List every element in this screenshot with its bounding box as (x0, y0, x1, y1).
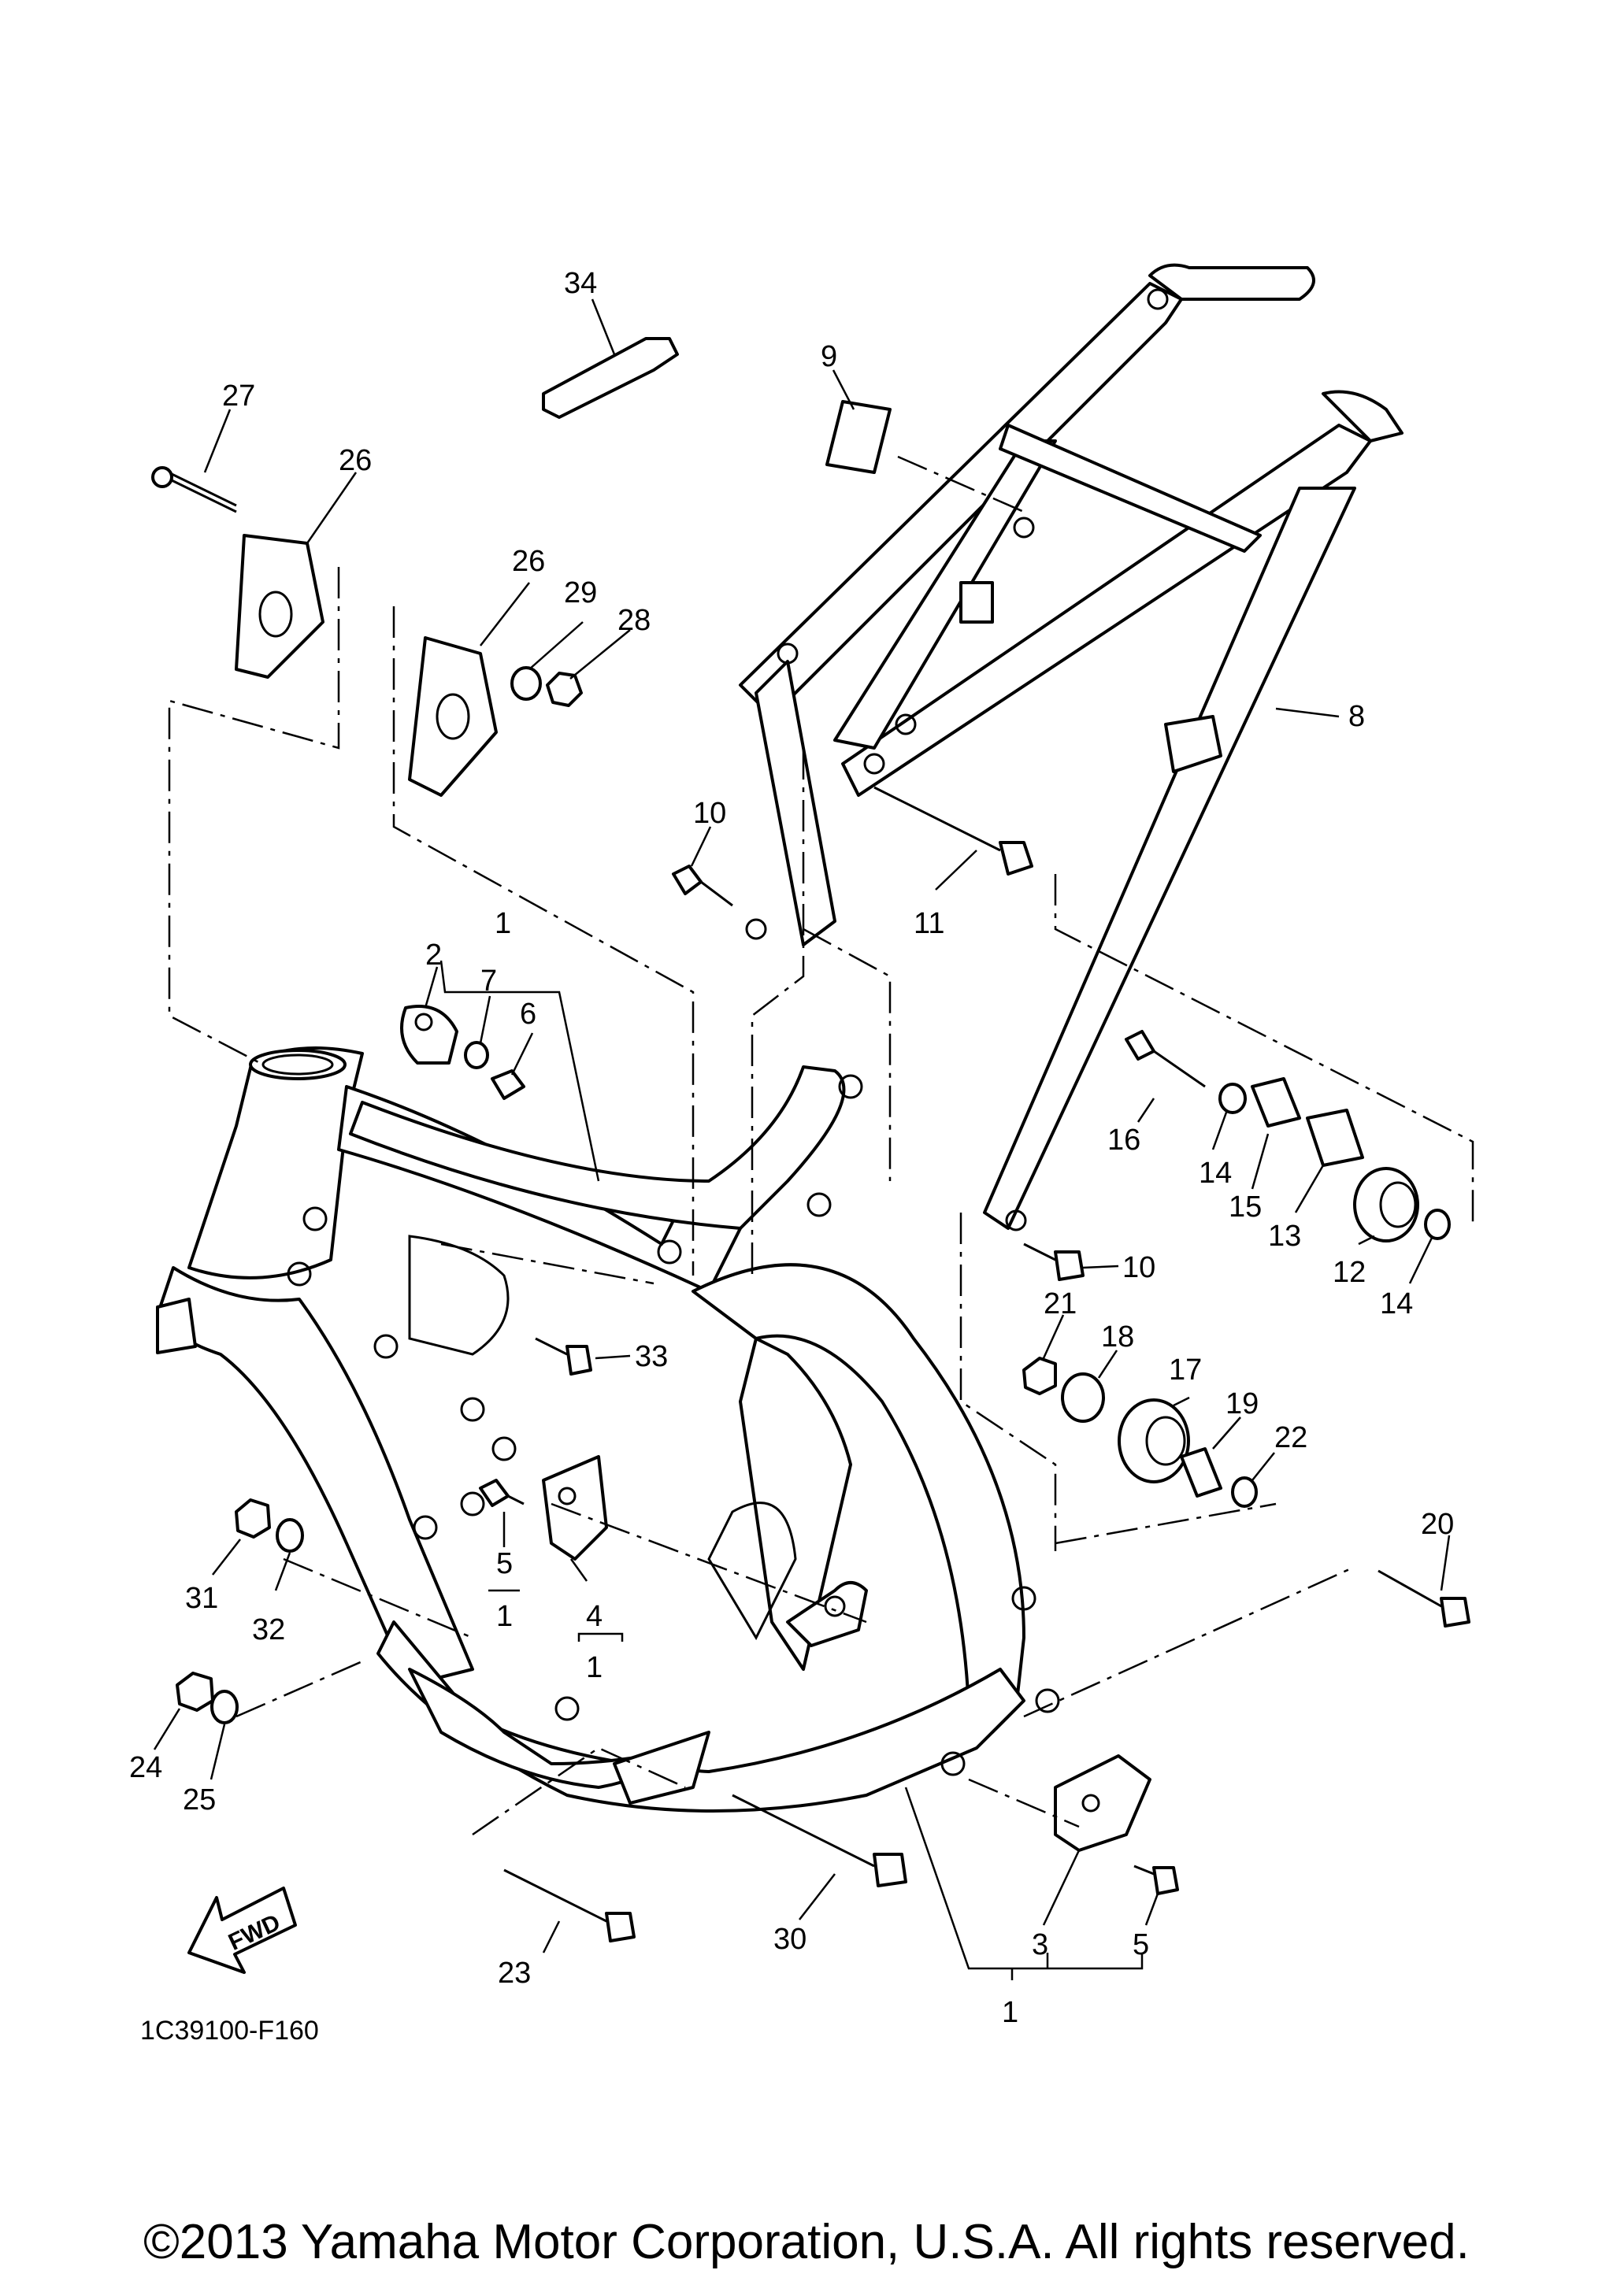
part-30-bolt (732, 1794, 907, 1887)
callout-22: 22 (1274, 1421, 1307, 1454)
diagram-code: 1C39100-F160 (140, 2016, 319, 2046)
part-24-nut (176, 1672, 214, 1712)
callout-3: 3 (1032, 1928, 1048, 1961)
copyright-notice: ©2013 Yamaha Motor Corporation, U.S.A. A… (143, 2215, 1470, 2269)
callout-30: 30 (773, 1923, 806, 1956)
rear-subframe (739, 263, 1403, 1231)
part-26-bracket-left (235, 534, 324, 679)
callout-2: 2 (425, 939, 442, 972)
callout-18: 18 (1101, 1320, 1134, 1354)
part-3-bracket (1054, 1754, 1151, 1852)
callout-7: 7 (480, 965, 497, 998)
part-32-washer (276, 1518, 304, 1553)
part-31-nut (235, 1498, 271, 1539)
callout-10a: 10 (693, 797, 726, 830)
reference-lines (168, 455, 1474, 1836)
callout-12: 12 (1333, 1256, 1366, 1289)
callout-5b: 5 (1133, 1928, 1149, 1961)
part-23-bolt (503, 1868, 636, 1942)
part-2-clamp (400, 1005, 458, 1065)
part-22-washer (1231, 1476, 1258, 1508)
callout-26b: 26 (512, 545, 545, 578)
callout-1d: 1 (1002, 1996, 1018, 2029)
callout-25: 25 (183, 1783, 216, 1816)
part-14-washer-b (1424, 1209, 1451, 1240)
part-15-collar (1251, 1077, 1301, 1128)
part-25-washer (210, 1690, 239, 1724)
leader-lines (153, 298, 1451, 1980)
part-4-bracket (542, 1455, 608, 1561)
callout-14b: 14 (1380, 1287, 1413, 1320)
callout-21: 21 (1044, 1287, 1077, 1320)
callout-20: 20 (1421, 1508, 1454, 1541)
callout-9: 9 (821, 340, 837, 373)
part-7-washer (464, 1041, 489, 1069)
callout-31: 31 (185, 1582, 218, 1615)
part-29-washer (510, 666, 542, 701)
part-12-bushing (1353, 1167, 1419, 1242)
part-27-bolt (151, 466, 237, 513)
callout-11: 11 (914, 907, 944, 940)
callout-14a: 14 (1199, 1157, 1232, 1190)
callout-6: 6 (520, 998, 536, 1031)
callout-5a: 5 (496, 1547, 513, 1580)
part-21-nut (1022, 1357, 1057, 1395)
part-34-plate (542, 337, 679, 419)
part-26-bracket-right (408, 636, 498, 797)
callout-1a: 1 (495, 907, 511, 940)
callout-16: 16 (1107, 1124, 1140, 1157)
part-9-damper (825, 400, 892, 474)
callout-23: 23 (498, 1957, 531, 1990)
fwd-arrow-icon: FWD (187, 1887, 297, 1974)
callout-8: 8 (1348, 700, 1365, 733)
part-13-collar (1306, 1109, 1364, 1167)
callout-29: 29 (564, 576, 597, 609)
part-20-bolt (1378, 1569, 1470, 1628)
part-11-bolt (873, 786, 1033, 876)
callout-34: 34 (564, 267, 597, 300)
callout-32: 32 (252, 1613, 285, 1646)
part-5-bolt-upper (479, 1479, 525, 1507)
callout-33: 33 (635, 1340, 668, 1373)
main-frame (156, 1046, 1060, 1813)
part-18-collar (1061, 1372, 1105, 1423)
callout-4: 4 (586, 1600, 603, 1633)
part-5-bolt-lower (1133, 1865, 1179, 1895)
callout-19: 19 (1226, 1387, 1259, 1420)
part-19-collar (1180, 1447, 1222, 1498)
part-16-bolt (1125, 1030, 1206, 1088)
callout-17: 17 (1169, 1354, 1202, 1387)
part-10-bolt-lower (1023, 1242, 1085, 1281)
part-6-bolt (491, 1069, 525, 1100)
part-33-bolt (535, 1337, 592, 1376)
callout-24: 24 (129, 1751, 162, 1784)
callout-1c: 1 (586, 1651, 603, 1684)
callout-13: 13 (1268, 1220, 1301, 1253)
callout-28: 28 (617, 604, 651, 637)
callouts: 34 27 26 26 29 28 9 8 10 11 1 2 7 6 16 1… (129, 267, 1454, 2029)
part-17-bushing (1118, 1398, 1190, 1483)
part-28-nut (546, 672, 583, 707)
part-10-bolt-upper (672, 865, 733, 907)
callout-10b: 10 (1122, 1251, 1155, 1284)
callout-26a: 26 (339, 444, 372, 477)
callout-1b: 1 (496, 1600, 513, 1633)
part-14-washer-a (1218, 1083, 1247, 1114)
callout-15: 15 (1229, 1191, 1262, 1224)
callout-27: 27 (222, 380, 255, 413)
